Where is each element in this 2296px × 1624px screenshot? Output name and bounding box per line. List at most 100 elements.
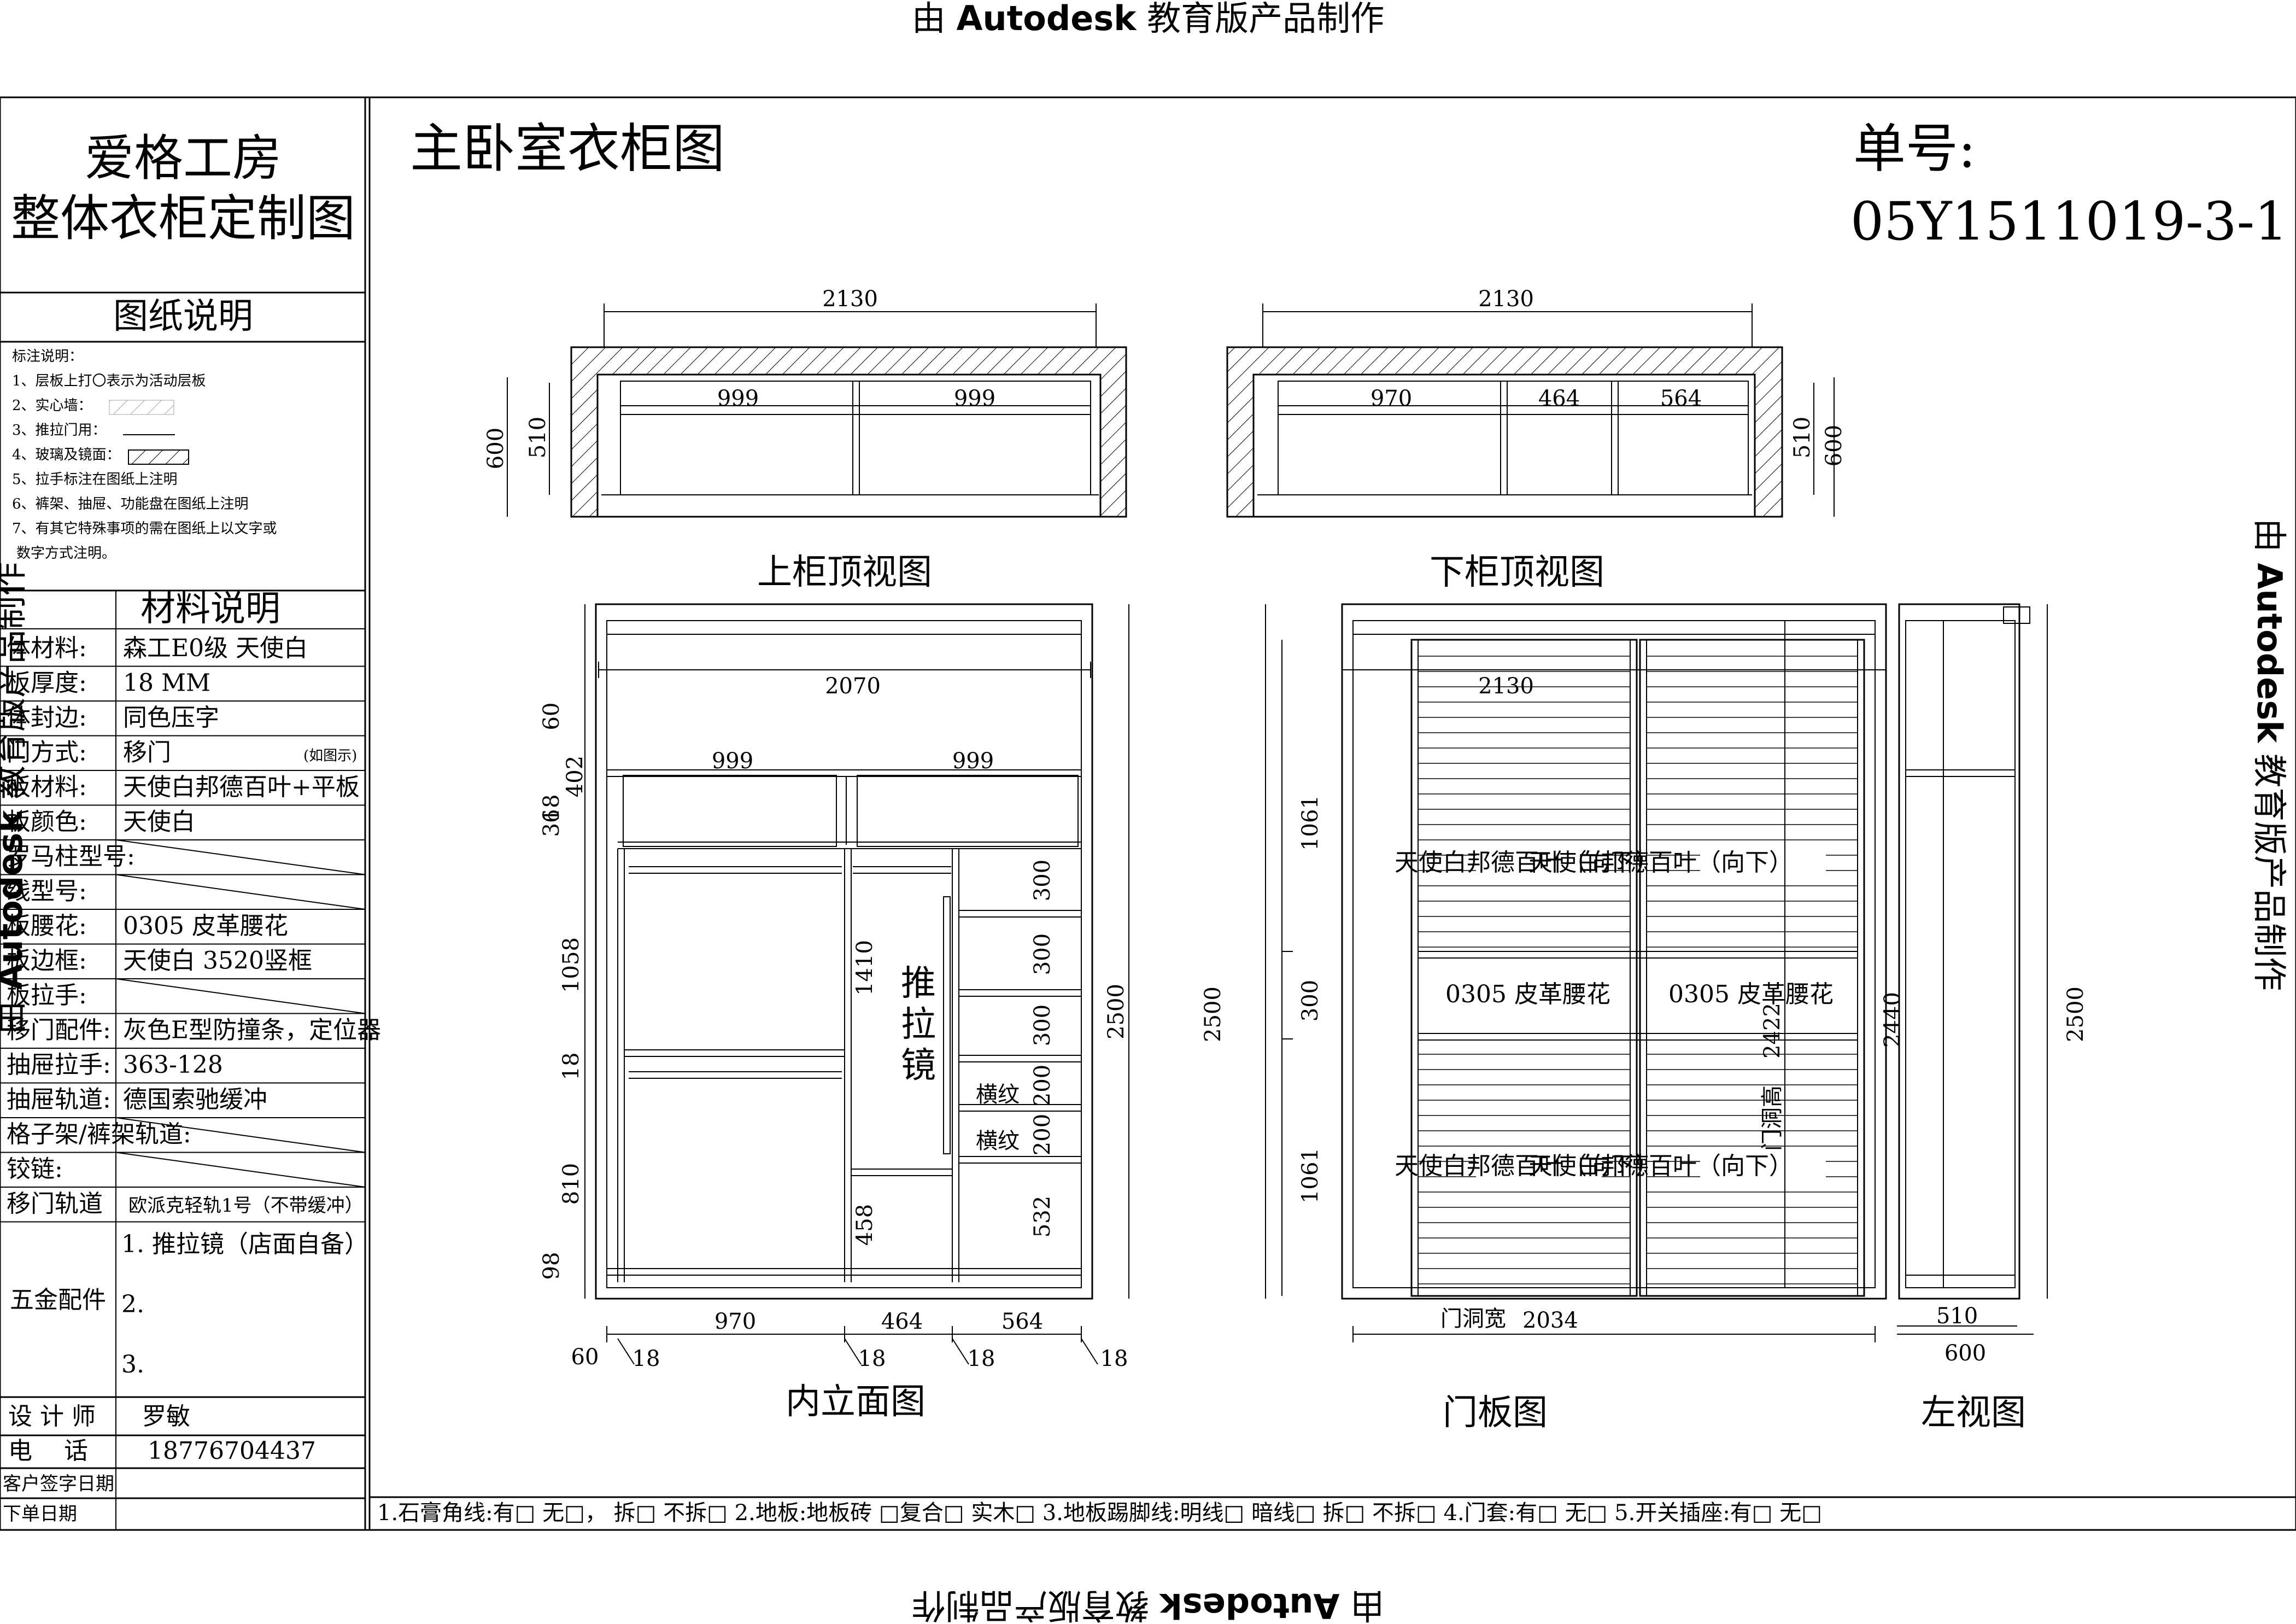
watermark-right: 由 Autodesk 教育版产品制作 (2250, 518, 2289, 991)
louver-label: 天使白邦德百叶（向下） (1528, 849, 1793, 877)
material-value: 天使白 (123, 808, 195, 836)
louver-label: 天使白邦德百叶（向下） (1395, 849, 1659, 877)
interior-left-dim: 60 (539, 703, 564, 731)
interior-bottom-dim: 970 (714, 1309, 756, 1334)
drawing-title: 主卧室衣柜图 (410, 118, 725, 179)
material-value: 天使白邦德百叶+平板 (123, 773, 360, 801)
upper-width-dim: 2130 (822, 287, 878, 312)
watermark-top: 由 Autodesk 教育版产品制作 (912, 0, 1384, 38)
interior-left-dim: 18 (539, 795, 564, 822)
hardware-item: 2. (121, 1290, 144, 1318)
mirror-label: 推 (901, 963, 936, 1004)
notes-heading: 标注说明： (12, 348, 83, 365)
material-label: 板拉手: (7, 982, 87, 1009)
interior-left-dim: 402 (563, 756, 588, 797)
solid-wall-legend-icon (109, 400, 174, 415)
company-name: 爱格工房 (85, 130, 282, 187)
note-item: 7、有其它特殊事项的需在图纸上以文字或 (12, 521, 277, 537)
note-item: 2、实心墙： (12, 398, 92, 414)
interior-mid-dim: 458 (852, 1204, 877, 1246)
material-label: 移门轨道 (7, 1190, 103, 1218)
door-opening-height-dim: 2422 (1760, 1003, 1785, 1059)
material-value: 欧派克轻轨1号（不带缓冲） (128, 1195, 364, 1217)
interior-right-dim: 200 (1030, 1065, 1055, 1106)
door-caption: 门板图 (1443, 1393, 1548, 1433)
note-item: 6、裤架、抽屉、功能盘在图纸上注明 (12, 496, 249, 512)
sign-date-label: 客户签字日期 (3, 1473, 114, 1495)
material-value: 0305 皮革腰花 (123, 912, 288, 940)
door-panel-dim: 1061 (1298, 795, 1323, 851)
material-label: 板腰花: (7, 912, 87, 940)
material-label: 体材料: (7, 634, 87, 662)
phone-label: 电 话 (8, 1437, 88, 1465)
material-label: 体封边: (7, 704, 87, 732)
interior-panel-dim: 18 (858, 1346, 886, 1371)
material-value: 天使白 3520竖框 (123, 947, 312, 975)
material-value: 18 MM (123, 669, 210, 697)
interior-right-dim: 300 (1030, 933, 1055, 975)
interior-panel-dim: 18 (968, 1346, 995, 1371)
notes-title: 图纸说明 (113, 296, 253, 337)
interior-bottom-dim: 464 (881, 1309, 923, 1334)
hardware-item: 1. 推拉镜（店面自备） (121, 1230, 368, 1258)
note-item: 3、推拉门用： (12, 422, 107, 439)
material-value: 363-128 (123, 1051, 223, 1079)
hardware-label: 五金配件 (10, 1286, 106, 1314)
note-item: 1、层板上打〇表示为活动层板 (12, 373, 206, 389)
lower-width-dim: 2130 (1478, 287, 1534, 312)
sidebar: 爱格工房 整体衣柜定制图 图纸说明 标注说明： 1、层板上打〇表示为活动层板2、… (0, 130, 381, 1530)
left-outer-depth-dim: 600 (1944, 1341, 1986, 1366)
left-side-caption: 左视图 (1921, 1393, 2026, 1433)
material-value: 同色压字 (123, 704, 219, 732)
glass-legend-icon (128, 449, 189, 465)
interior-mid-dim: 1410 (852, 940, 877, 996)
stripe-label: 横纹 (976, 1129, 1020, 1154)
interior-panel-dim: 18 (1100, 1346, 1128, 1371)
designer-label: 设 计 师 (8, 1403, 96, 1430)
interior-left-dim: 98 (539, 1252, 564, 1280)
mirror-label: 拉 (901, 1004, 936, 1045)
lower-bay-dim: 464 (1538, 386, 1580, 411)
material-label: 抽屉拉手: (7, 1051, 111, 1079)
door-elevation: 天使白邦德百叶（向下） 天使白邦德百叶（向下） 0305 皮革腰花 0305 皮… (1200, 603, 1887, 1433)
interior-right-dim: 300 (1030, 1004, 1055, 1046)
note-item: 4、玻璃及镜面： (12, 447, 121, 463)
door-width-dim: 2130 (1478, 674, 1534, 699)
material-label: 移门配件: (7, 1017, 111, 1044)
door-height-dim: 2500 (1200, 986, 1226, 1042)
material-value: 森工E0级 天使白 (123, 634, 308, 662)
watermark-left: 由 Autodesk 教育版产品制作 (0, 562, 30, 1035)
materials-title: 材料说明 (140, 589, 280, 629)
lower-top-view: 2130 970 464 564 510 600 下柜顶视图 (1226, 287, 1847, 593)
interior-right-dim: 300 (1030, 860, 1055, 901)
left-inner-height-dim: 2440 (1880, 992, 1905, 1048)
material-note: (如图示) (303, 748, 357, 764)
lower-bay-dim: 970 (1370, 386, 1412, 411)
note-item: 5、拉手标注在图纸上注明 (12, 471, 178, 488)
interior-right-dim: 532 (1030, 1196, 1055, 1237)
waist-label: 0305 皮革腰花 (1668, 980, 1834, 1008)
phone-number: 18776704437 (148, 1437, 316, 1465)
note-item: 数字方式注明。 (16, 545, 116, 562)
material-label: 罗马柱型号: (7, 843, 135, 871)
lower-depth-outer-dim: 600 (1821, 425, 1847, 466)
interior-top-bay-dim: 999 (712, 749, 753, 774)
hardware-item: 3. (121, 1351, 144, 1378)
door-opening-width-label: 门洞宽 (1440, 1306, 1506, 1331)
sheet-border (0, 96, 2296, 1531)
material-label: 抽屉轨道: (7, 1086, 111, 1114)
interior-left-dim: 810 (559, 1163, 584, 1205)
footer-checklist: 1.石膏角线:有□ 无□， 拆□ 不拆□ 2.地板:地板砖 □复合□ 实木□ 3… (377, 1500, 1822, 1526)
left-inner-depth-dim: 510 (1936, 1304, 1978, 1329)
stripe-label: 横纹 (976, 1082, 1020, 1107)
material-label: 板颜色: (7, 808, 87, 836)
left-side-view: 2440 2500 510 600 左视图 (1880, 603, 2088, 1433)
louver-label: 天使白邦德百叶（向下） (1395, 1152, 1659, 1180)
interior-panel-dim: 60 (571, 1345, 599, 1370)
interior-left-dim: 1058 (559, 937, 584, 993)
interior-right-dim: 200 (1030, 1114, 1055, 1155)
material-label: 板材料: (7, 773, 87, 801)
door-opening-width-dim: 2034 (1522, 1308, 1578, 1333)
louver-label: 天使白邦德百叶（向下） (1528, 1152, 1793, 1180)
